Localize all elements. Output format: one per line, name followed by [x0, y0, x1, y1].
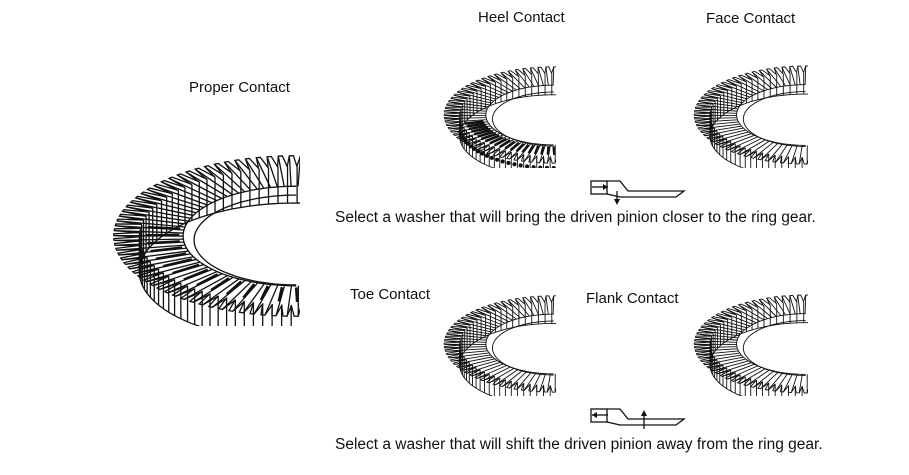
pinion-shift-away-icon: [590, 408, 686, 429]
gear-flank-contact: [693, 294, 808, 396]
caption-away: Select a washer that will shift the driv…: [335, 436, 823, 453]
label-proper-contact: Proper Contact: [189, 79, 290, 96]
label-toe-contact: Toe Contact: [350, 286, 431, 303]
pinion-shift-closer-icon: [590, 180, 686, 205]
label-flank-contact: Flank Contact: [586, 290, 679, 307]
gear-heel-contact: [443, 66, 556, 168]
label-heel-contact: Heel Contact: [478, 9, 565, 26]
label-face-contact: Face Contact: [706, 10, 796, 27]
caption-closer: Select a washer that will bring the driv…: [335, 209, 816, 226]
gear-toe-contact: [443, 295, 556, 396]
gear-face-contact: [693, 65, 808, 168]
gear-proper-contact: [113, 155, 300, 326]
